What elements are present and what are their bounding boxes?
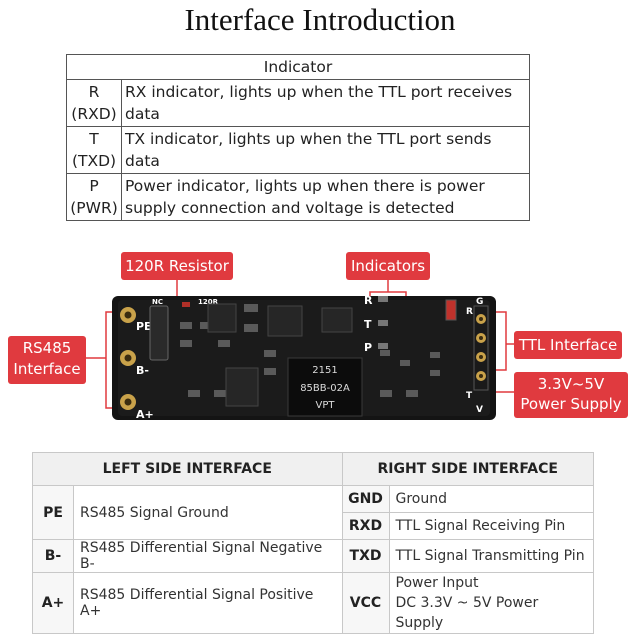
pin-name: A+: [32, 572, 74, 634]
indicator-header-row: Indicator: [66, 54, 530, 80]
indicator-key-letter: R: [88, 83, 100, 101]
chip-ic2: [267, 305, 303, 337]
transformer-chip: [287, 357, 363, 417]
pin-name: GND: [341, 485, 390, 513]
pin-name: VCC: [341, 572, 390, 634]
fuse: [445, 299, 457, 321]
indicator-desc-line: Power indicator, lights up when there is…: [125, 177, 485, 195]
indicator-key: P (PWR): [66, 173, 122, 221]
indicator-desc-line: RX indicator, lights up when the TTL por…: [125, 83, 513, 101]
pin-name: PE: [32, 485, 74, 540]
indicator-key: T (TXD): [66, 126, 122, 174]
pin-desc: RS485 Differential Signal Positive A+: [73, 572, 343, 634]
passives: [180, 304, 440, 397]
indicator-desc-line: data: [125, 152, 160, 170]
callout-resistor: 120R Resistor: [121, 252, 233, 280]
right-side-header: RIGHT SIDE INTERFACE: [341, 452, 594, 486]
indicator-key-sub: (RXD): [71, 105, 117, 123]
chip-ic3: [321, 307, 353, 333]
silk-pin-label: G: [476, 297, 483, 307]
led-label: P: [364, 341, 372, 354]
callout-indicators: Indicators: [346, 252, 430, 280]
right-pin-header: [473, 305, 489, 391]
terminal-hole-pe: [124, 311, 132, 319]
pin-name: B-: [32, 539, 74, 573]
indicator-row-p: P (PWR) Power indicator, lights up when t…: [66, 173, 530, 221]
page-title: Interface Introduction: [184, 2, 456, 37]
indicator-key-sub: (TXD): [71, 152, 117, 170]
indicator-key-sub: (PWR): [70, 199, 118, 217]
callout-rs485-line: RS485: [22, 339, 72, 357]
pin-row: A+ RS485 Differential Signal Positive A+…: [32, 572, 594, 634]
board-diagram: PE B- A+ NC 120R 2151 85BB-02A: [0, 240, 640, 440]
left-terminals: [120, 307, 136, 410]
led-label: T: [364, 318, 372, 331]
jumper-header: [149, 305, 169, 361]
chip-text: VPT: [316, 400, 336, 411]
led-t: [378, 320, 388, 326]
terminal-hole-a: [124, 398, 132, 406]
indicator-desc-line: supply connection and voltage is detecte…: [125, 199, 455, 217]
board-svg: PE B- A+ NC 120R 2151 85BB-02A: [86, 280, 514, 421]
indicator-row-t: T (TXD) TX indicator, lights up when the …: [66, 126, 530, 174]
pin-name: RXD: [341, 512, 390, 540]
led-label: R: [364, 294, 373, 307]
indicator-desc-line: TX indicator, lights up when the TTL por…: [125, 130, 492, 148]
chip-text: 2151: [312, 365, 337, 376]
indicator-desc: RX indicator, lights up when the TTL por…: [121, 79, 530, 127]
callout-power: 3.3V~5V Power Supply: [514, 372, 628, 418]
resistor-120r: [182, 302, 190, 307]
silk-pin-label: PE: [136, 320, 152, 333]
chip-ic4: [225, 367, 259, 407]
indicator-header: Indicator: [66, 54, 530, 80]
callout-rs485: RS485 Interface: [8, 336, 86, 384]
silk-pin-label: A+: [136, 408, 154, 421]
silk-pin-label: T: [466, 391, 473, 401]
callout-rs485-line: Interface: [13, 360, 81, 378]
pin-row: RXD TTL Signal Receiving Pin: [33, 512, 594, 540]
pin-desc-line: DC 3.3V ~ 5V Power Supply: [395, 595, 539, 631]
terminal-hole-b: [124, 354, 132, 362]
callout-ttl: TTL Interface: [514, 331, 622, 359]
indicator-key-letter: P: [89, 177, 99, 195]
led-p: [378, 343, 388, 349]
left-side-header: LEFT SIDE INTERFACE: [32, 452, 343, 486]
pin-header-row: LEFT SIDE INTERFACE RIGHT SIDE INTERFACE: [32, 452, 594, 486]
indicator-key-letter: T: [89, 130, 99, 148]
pin-desc: TTL Signal Transmitting Pin: [388, 539, 594, 573]
indicator-desc-line: data: [125, 105, 160, 123]
pin-table: LEFT SIDE INTERFACE RIGHT SIDE INTERFACE…: [32, 452, 594, 634]
indicator-desc: TX indicator, lights up when the TTL por…: [121, 126, 530, 174]
silk-nc: NC: [152, 298, 163, 306]
indicator-key: R (RXD): [66, 79, 122, 127]
led-r: [378, 296, 388, 302]
chip-text: 85BB-02A: [300, 383, 350, 394]
pin-desc: RS485 Differential Signal Negative B-: [73, 539, 343, 573]
callout-power-line: 3.3V~5V: [537, 375, 605, 393]
pin-row: B- RS485 Differential Signal Negative B-…: [32, 539, 594, 573]
pin-desc: TTL Signal Receiving Pin: [388, 512, 594, 540]
pin-desc: Ground: [388, 485, 594, 513]
silk-pin-label: V: [476, 405, 483, 415]
pin-desc: RS485 Signal Ground: [73, 485, 343, 540]
leader-ttl-bracket: [494, 311, 507, 371]
silk-pin-label: B-: [136, 364, 149, 377]
indicator-desc: Power indicator, lights up when there is…: [121, 173, 530, 221]
pin-row: PE RS485 Signal Ground GND Ground: [32, 485, 594, 540]
callout-power-line: Power Supply: [520, 395, 622, 413]
chip-ic1: [207, 303, 237, 333]
indicator-table: Indicator R (RXD) RX indicator, lights up…: [66, 54, 530, 221]
pin-name: TXD: [341, 539, 390, 573]
silk-120r: 120R: [198, 298, 219, 306]
pin-desc-line: Power Input: [395, 575, 479, 591]
silk-pin-label: R: [466, 307, 473, 317]
pin-desc: Power Input DC 3.3V ~ 5V Power Supply: [388, 572, 594, 634]
indicator-row-r: R (RXD) RX indicator, lights up when the …: [66, 79, 530, 127]
